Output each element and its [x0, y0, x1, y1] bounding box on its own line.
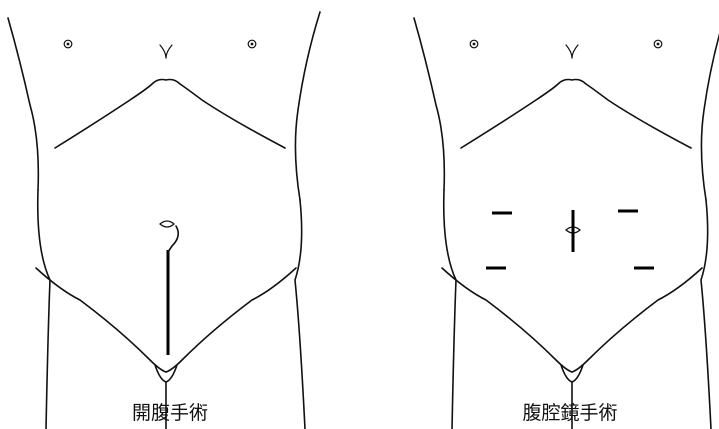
caption-open-surgery: 開腹手術 [90, 400, 250, 426]
midline-incision [168, 226, 178, 252]
caption-laparoscopic-surgery: 腹腔鏡手術 [480, 400, 660, 426]
torso-open-surgery [8, 12, 320, 429]
navel [160, 221, 174, 227]
torso-laparoscopic-surgery [414, 12, 719, 429]
